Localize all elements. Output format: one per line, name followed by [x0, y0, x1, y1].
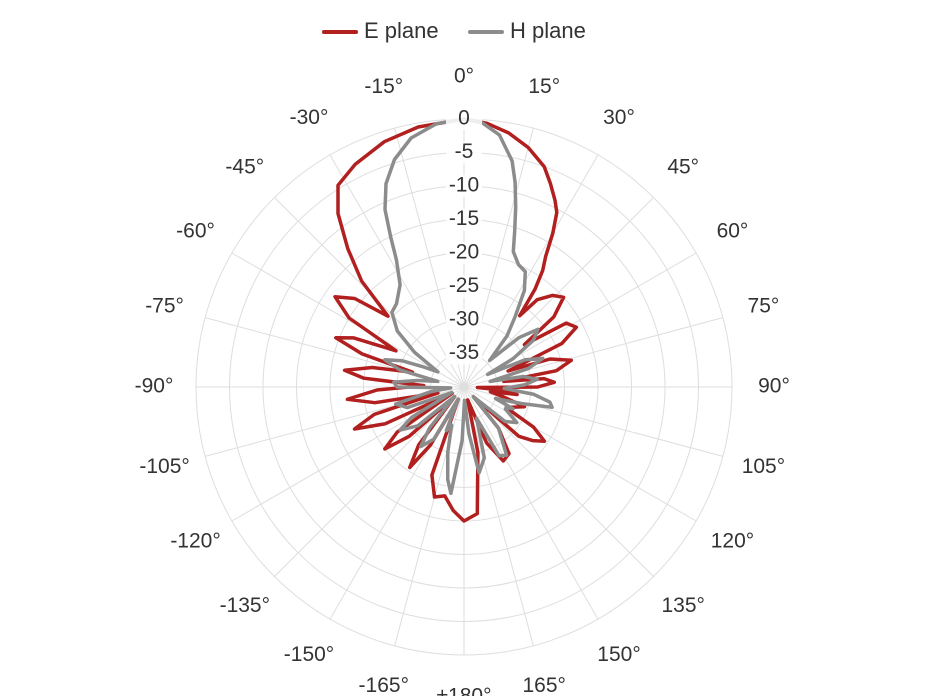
angle-tick-label: -165° [359, 674, 409, 696]
angle-tick-label: -135° [220, 594, 270, 617]
angle-tick-label: -120° [170, 530, 220, 553]
angle-tick-label: 165° [523, 674, 566, 696]
angle-tick-label: -150° [284, 643, 334, 666]
angle-tick-label: -60° [176, 220, 215, 243]
polar-grid [195, 118, 733, 656]
angle-tick-label: 135° [661, 594, 704, 617]
angle-tick-label: 120° [711, 530, 754, 553]
radial-label-bg [446, 108, 482, 130]
grid-spoke [274, 386, 465, 577]
angle-tick-label: -75° [145, 294, 184, 317]
radial-label-bg [446, 309, 482, 331]
radial-tick-label: -30 [449, 308, 479, 331]
angle-tick-label: -15° [364, 75, 403, 98]
radial-tick-label: -10 [449, 174, 479, 197]
angular-axis-labels: 0° 15° 30° 45° 60° 75° 90° 105° 120° 135° 150° 165°… [135, 65, 790, 696]
angle-tick-label: -30° [290, 106, 329, 129]
grid-spoke [463, 386, 697, 522]
angle-tick-label: 30° [603, 106, 635, 129]
legend: E plane H plane [322, 18, 586, 43]
radial-label-bg [446, 242, 482, 264]
legend-label: H plane [510, 18, 586, 43]
radial-tick-label: -15 [449, 207, 479, 230]
angle-tick-label: 105° [742, 455, 785, 478]
radial-label-bg [446, 141, 482, 164]
radial-label-bg [446, 275, 482, 298]
angle-tick-label: 45° [667, 155, 699, 178]
radial-label-bg [446, 175, 482, 197]
radial-tick-label: 0 [458, 107, 470, 130]
radial-tick-label: -35 [449, 341, 479, 364]
series-line-h-plane [383, 117, 554, 496]
grid-spoke [463, 386, 534, 646]
series-layer [333, 117, 579, 523]
angle-tick-label: 0° [454, 65, 474, 88]
grid-spoke [231, 252, 465, 388]
grid-spoke [463, 386, 599, 620]
radial-tick-label: -25 [449, 274, 479, 297]
legend-label: E plane [364, 18, 439, 43]
angle-tick-label: 90° [758, 375, 790, 398]
angle-tick-label: 75° [748, 294, 780, 317]
radial-label-bg [446, 208, 482, 231]
grid-spoke [463, 386, 654, 577]
angle-tick-label: -90° [135, 375, 174, 398]
angle-tick-label: -105° [139, 455, 189, 478]
radial-tick-label: -20 [449, 241, 479, 264]
angle-tick-label: -45° [225, 155, 264, 178]
angle-tick-label: 15° [528, 75, 560, 98]
angle-tick-label: ±180° [437, 685, 492, 696]
radial-axis-labels: 0 -5 -10 -15 -20 -25 -30 -35 [446, 107, 482, 365]
grid-spoke [463, 154, 599, 388]
angle-tick-label: 60° [717, 220, 749, 243]
radial-tick-label: -5 [455, 140, 474, 163]
series-line-e-plane [333, 117, 579, 523]
radial-label-bg [446, 342, 482, 365]
angle-tick-label: 150° [597, 643, 640, 666]
